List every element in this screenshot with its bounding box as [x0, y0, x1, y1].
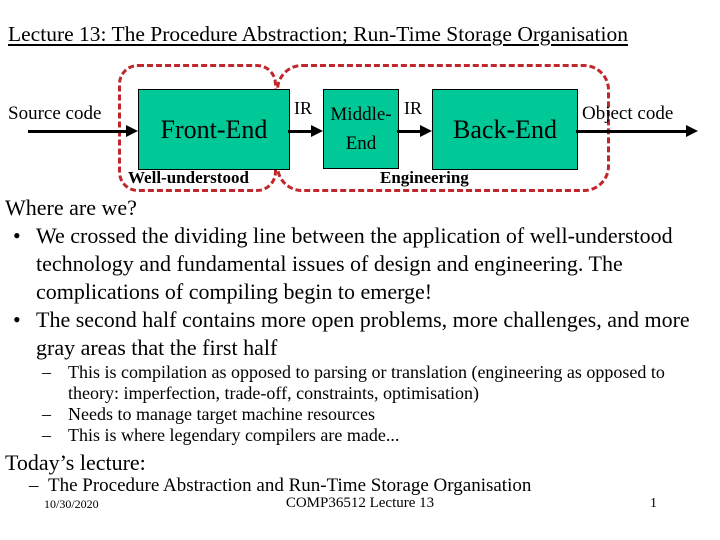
front-end-label: Front-End: [160, 114, 268, 144]
bullet-text: The second half contains more open probl…: [36, 307, 690, 360]
footer-page-number: 1: [650, 496, 657, 511]
middleend-to-backend-arrow-icon: [420, 125, 432, 137]
sub-bullet-marker: –: [42, 404, 51, 424]
slide-title: Lecture 13: The Procedure Abstraction; R…: [8, 22, 628, 46]
sub-bullet-item: – This is compilation as opposed to pars…: [5, 362, 716, 404]
middleend-to-backend-arrow-line: [397, 130, 422, 133]
slide-body: Where are we? • We crossed the dividing …: [5, 194, 716, 496]
bullet-item: • The second half contains more open pro…: [5, 306, 716, 362]
back-end-label: Back-End: [453, 114, 557, 144]
bullet-item: • We crossed the dividing line between t…: [5, 222, 716, 306]
source-to-frontend-arrow-icon: [126, 125, 138, 137]
today-bullet-marker: –: [29, 475, 39, 496]
sub-bullet-text: This is compilation as opposed to parsin…: [68, 362, 665, 403]
middle-end-box: Middle- End: [323, 89, 399, 169]
footer-date: 10/30/2020: [44, 497, 99, 511]
backend-to-object-arrow-icon: [686, 125, 698, 137]
sub-bullet-item: – This is where legendary compilers are …: [5, 425, 716, 446]
middle-end-label-line2: End: [345, 133, 377, 154]
front-end-box: Front-End: [138, 89, 290, 170]
section-heading: Where are we?: [5, 195, 137, 220]
object-code-label: Object code: [582, 103, 674, 124]
today-bullet-text: The Procedure Abstraction and Run-Time S…: [48, 475, 532, 496]
engineering-label: Engineering: [380, 168, 469, 187]
today-lecture-heading: Today’s lecture:: [5, 450, 146, 475]
sub-bullet-marker: –: [42, 425, 51, 445]
frontend-to-middleend-arrow-icon: [311, 125, 323, 137]
bullet-marker: •: [13, 223, 21, 248]
frontend-to-middleend-arrow-line: [288, 130, 313, 133]
backend-to-object-arrow-line: [576, 130, 688, 133]
bullet-text: We crossed the dividing line between the…: [36, 223, 673, 304]
bullet-marker: •: [13, 307, 21, 332]
sub-bullet-text: This is where legendary compilers are ma…: [68, 425, 400, 445]
footer-course-label: COMP36512 Lecture 13: [285, 495, 435, 511]
ir-label-2: IR: [404, 98, 422, 118]
middle-end-label-line1: Middle-: [330, 104, 392, 125]
well-understood-label: Well-understood: [128, 168, 249, 187]
source-to-frontend-arrow-line: [28, 130, 130, 133]
ir-label-1: IR: [294, 98, 312, 118]
sub-bullet-marker: –: [42, 362, 51, 382]
source-code-label: Source code: [8, 103, 102, 124]
today-bullet-item: – The Procedure Abstraction and Run-Time…: [5, 476, 716, 496]
back-end-box: Back-End: [432, 89, 578, 170]
sub-bullet-text: Needs to manage target machine resources: [68, 404, 376, 424]
compiler-pipeline-diagram: Front-End Middle- End Back-End Source co…: [0, 0, 720, 200]
sub-bullet-item: – Needs to manage target machine resourc…: [5, 404, 716, 425]
